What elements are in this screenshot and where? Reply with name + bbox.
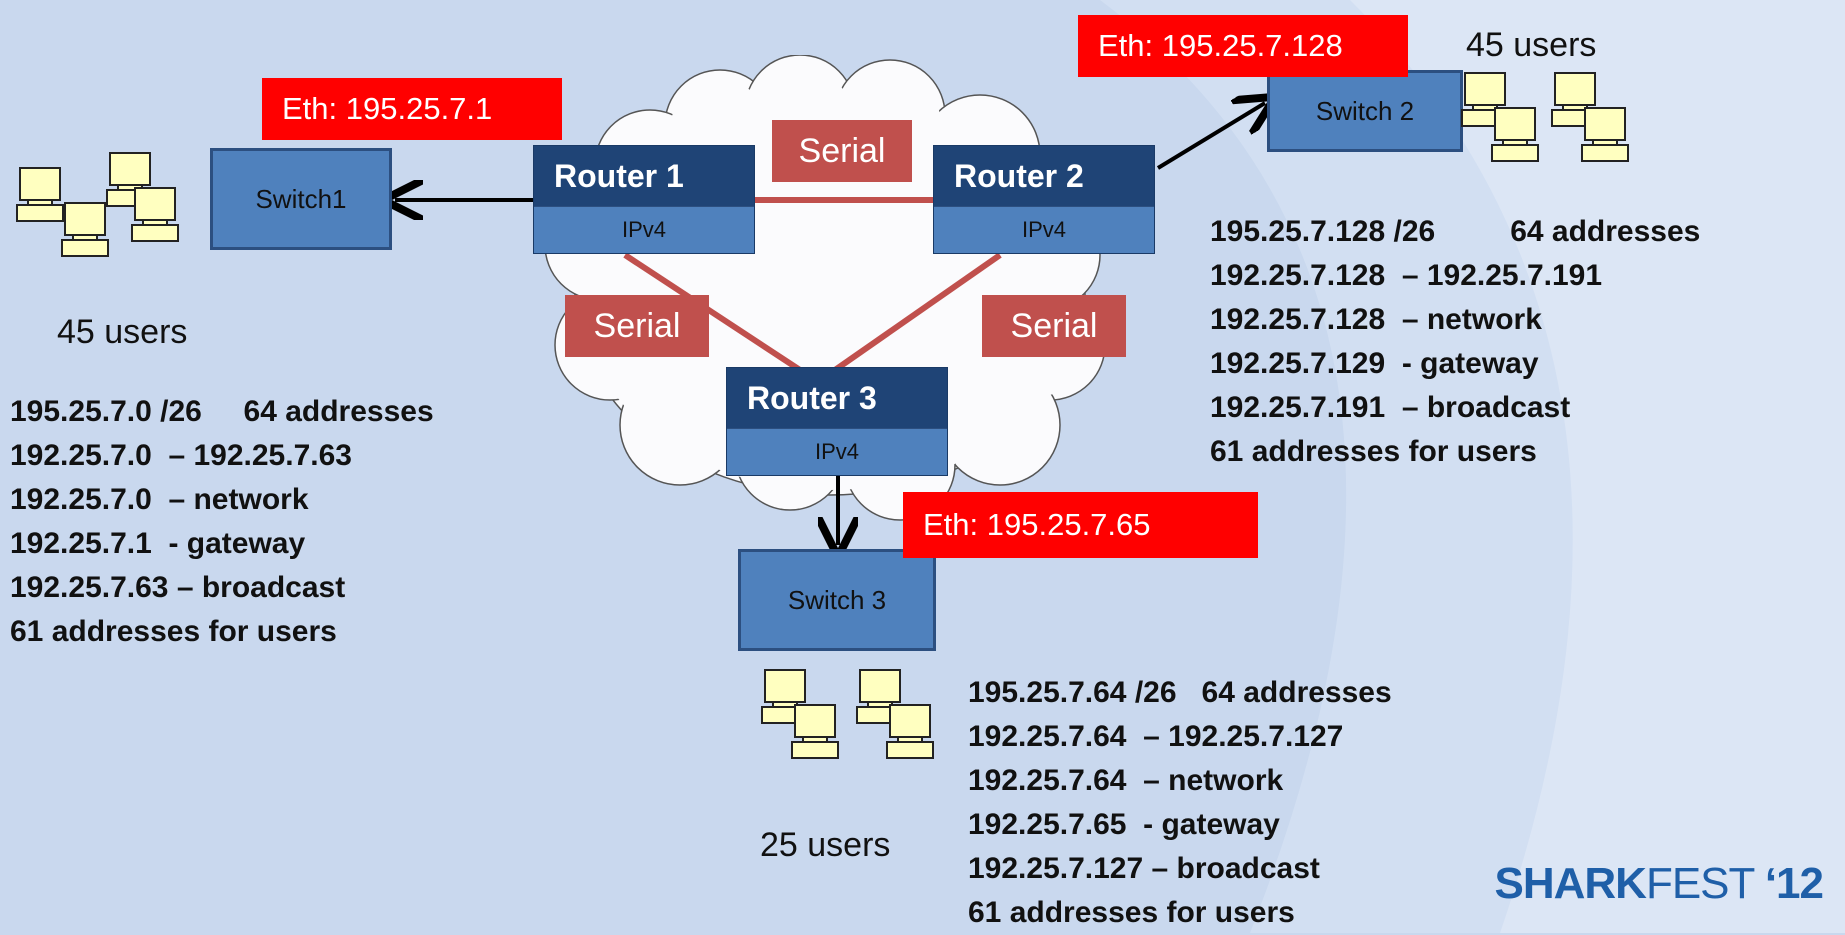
subnet-line: 192.25.7.64 – network <box>968 764 1284 797</box>
subnet-line: 192.25.7.64 – 192.25.7.127 <box>968 720 1344 753</box>
brand-light: FEST <box>1645 859 1765 908</box>
subnet-line: 61 addresses for users <box>968 896 1295 929</box>
subnet-line: 195.25.7.128 /26 64 addresses <box>1210 215 1701 248</box>
subnet-line: 192.25.7.129 - gateway <box>1210 347 1539 380</box>
computers-icon-bottom <box>761 669 934 759</box>
router-3-protocol: IPv4 <box>727 428 947 475</box>
subnet-line: 192.25.7.0 – network <box>10 483 309 516</box>
subnet-line: 192.25.7.128 – 192.25.7.191 <box>1210 259 1603 292</box>
user-count-right: 45 users <box>1466 26 1597 64</box>
subnet-line: 195.25.7.0 /26 64 addresses <box>10 395 434 428</box>
serial-label-right: Serial <box>982 295 1126 357</box>
subnet-line: 192.25.7.65 - gateway <box>968 808 1280 841</box>
computers-icon-right <box>1461 72 1629 162</box>
router-1-protocol: IPv4 <box>534 206 754 253</box>
router-2[interactable]: Router 2 IPv4 <box>933 145 1155 254</box>
router-3-name: Router 3 <box>747 380 877 416</box>
subnet-line: 192.25.7.191 – broadcast <box>1210 391 1571 424</box>
router-2-name: Router 2 <box>954 158 1084 194</box>
router-1[interactable]: Router 1 IPv4 <box>533 145 755 254</box>
eth-label-router1: Eth: 195.25.7.1 <box>262 78 562 140</box>
subnet-line: 61 addresses for users <box>10 615 337 648</box>
subnet-info-left: 195.25.7.0 /26 64 addresses 192.25.7.0 –… <box>10 390 434 654</box>
subnet-line: 192.25.7.128 – network <box>1210 303 1542 336</box>
switch-1[interactable]: Switch1 <box>210 148 392 250</box>
router-2-protocol: IPv4 <box>934 206 1154 253</box>
subnet-line: 61 addresses for users <box>1210 435 1537 468</box>
router-3[interactable]: Router 3 IPv4 <box>726 367 948 476</box>
user-count-left: 45 users <box>57 313 188 351</box>
switch-3[interactable]: Switch 3 <box>738 549 936 651</box>
user-count-bottom: 25 users <box>760 826 891 864</box>
eth-label-router2: Eth: 195.25.7.128 <box>1078 15 1408 77</box>
subnet-line: 192.25.7.63 – broadcast <box>10 571 346 604</box>
subnet-line: 192.25.7.1 - gateway <box>10 527 306 560</box>
subnet-line: 195.25.7.64 /26 64 addresses <box>968 676 1392 709</box>
brand-bold: SHARK <box>1494 859 1646 908</box>
router-1-name: Router 1 <box>554 158 684 194</box>
serial-label-left: Serial <box>565 295 709 357</box>
subnet-line: 192.25.7.127 – broadcast <box>968 852 1320 885</box>
switch-2[interactable]: Switch 2 <box>1267 70 1463 152</box>
serial-label-top: Serial <box>772 120 912 182</box>
computers-icon-left <box>16 152 179 257</box>
subnet-line: 192.25.7.0 – 192.25.7.63 <box>10 439 352 472</box>
serial-link-r1-r3 <box>623 252 802 373</box>
subnet-info-bottom: 195.25.7.64 /26 64 addresses 192.25.7.64… <box>968 671 1392 935</box>
sharkfest-logo: SHARKFEST ‘12 <box>1494 859 1824 909</box>
subnet-info-right: 195.25.7.128 /26 64 addresses 192.25.7.1… <box>1210 210 1700 474</box>
brand-year: ‘12 <box>1764 859 1824 908</box>
eth-label-router3: Eth: 195.25.7.65 <box>903 492 1258 558</box>
arrow-to-switch2 <box>1156 103 1265 170</box>
serial-link-r2-r3 <box>833 252 1002 373</box>
